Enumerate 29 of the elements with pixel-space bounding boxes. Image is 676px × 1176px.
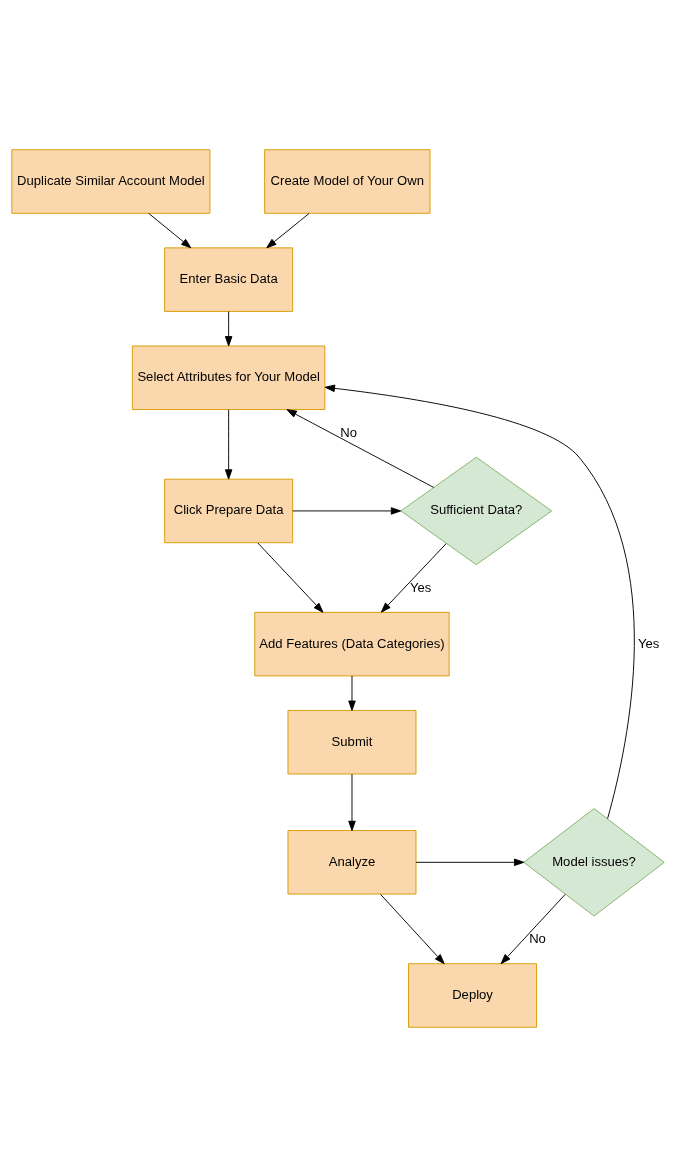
arrow	[348, 773, 356, 831]
edge-label: No	[340, 424, 358, 440]
arrow	[380, 893, 445, 964]
arrow	[148, 212, 192, 248]
arrow	[500, 893, 566, 964]
node-box: Deploy	[408, 962, 538, 1028]
node-box: Click Prepare Data	[164, 478, 294, 543]
arrow	[257, 542, 324, 613]
arrow	[286, 408, 435, 488]
arrow	[224, 408, 233, 480]
edge-label: No	[529, 930, 546, 946]
node-box: Enter Basic Data	[164, 246, 294, 312]
node-box: Create Model of Your Own	[264, 148, 431, 214]
arrow	[292, 506, 402, 515]
arrow	[415, 858, 525, 866]
node-diamond: Model issues?	[523, 807, 665, 916]
edge-label: Yes	[410, 579, 432, 595]
arrow	[266, 212, 310, 248]
arrow	[348, 675, 356, 711]
node-diamond: Sufficient Data?	[400, 456, 553, 565]
node-box: Submit	[287, 709, 417, 774]
arrow	[324, 384, 635, 819]
edge-label: Yes	[638, 635, 660, 651]
node-box: Select Attributes for Your Model	[131, 345, 326, 410]
node-box: Duplicate Similar Account Model	[11, 148, 211, 214]
node-box: Analyze	[287, 829, 417, 895]
node-box: Add Features (Data Categories)	[254, 611, 450, 676]
arrow	[380, 542, 447, 613]
arrow	[224, 310, 233, 346]
